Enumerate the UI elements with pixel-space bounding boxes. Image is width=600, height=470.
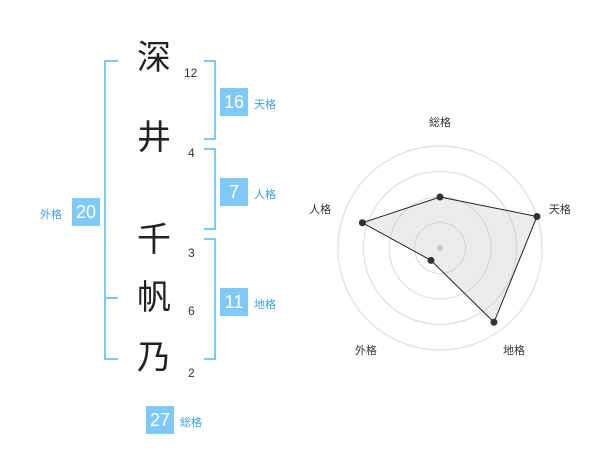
radar-ring	[414, 222, 466, 274]
name-char-3: 千	[137, 220, 171, 260]
gaikaku-bracket-mid	[104, 297, 118, 299]
radar-axis-label: 地格	[503, 343, 525, 357]
name-char-2: 井	[137, 118, 171, 158]
tenkaku-bracket	[204, 60, 216, 140]
jinkaku-bracket	[204, 148, 216, 230]
radar-grid	[337, 145, 543, 351]
radar-axis-label: 総格	[429, 115, 451, 129]
radar-series	[358, 193, 541, 326]
name-char-5: 乃	[137, 338, 171, 378]
radar-point	[436, 193, 444, 201]
radar-point	[490, 318, 498, 326]
soukaku-value-badge: 27	[146, 406, 174, 434]
gaikaku-value-badge: 20	[72, 198, 100, 226]
stroke-count-4: 6	[188, 304, 195, 318]
radar-axis-label: 外格	[355, 343, 377, 357]
radar-area	[361, 196, 538, 324]
radar-point	[533, 212, 541, 220]
chikaku-label: 地格	[254, 298, 276, 311]
radar-axis-label: 人格	[309, 202, 331, 216]
gaikaku-label: 外格	[40, 208, 62, 221]
gaikaku-bracket	[104, 60, 118, 360]
chikaku-value-badge: 11	[220, 288, 248, 316]
stroke-count-3: 3	[188, 246, 195, 260]
stroke-count-2: 4	[188, 146, 195, 160]
radar-ring	[363, 171, 517, 325]
stroke-count-1: 12	[184, 66, 198, 80]
jinkaku-label: 人格	[254, 188, 276, 201]
soukaku-label: 総格	[180, 416, 202, 429]
tenkaku-value-badge: 16	[220, 88, 248, 116]
radar-axis-label: 天格	[549, 202, 571, 216]
name-char-4: 帆	[137, 278, 171, 318]
radar-point	[427, 256, 435, 264]
name-char-1: 深	[137, 38, 171, 78]
stroke-count-5: 2	[188, 366, 195, 380]
jinkaku-value-badge: 7	[220, 178, 248, 206]
radar-point	[358, 219, 366, 227]
chikaku-bracket	[204, 238, 216, 360]
tenkaku-label: 天格	[254, 98, 276, 111]
radar-center	[437, 245, 443, 251]
radar-ring	[337, 145, 543, 351]
